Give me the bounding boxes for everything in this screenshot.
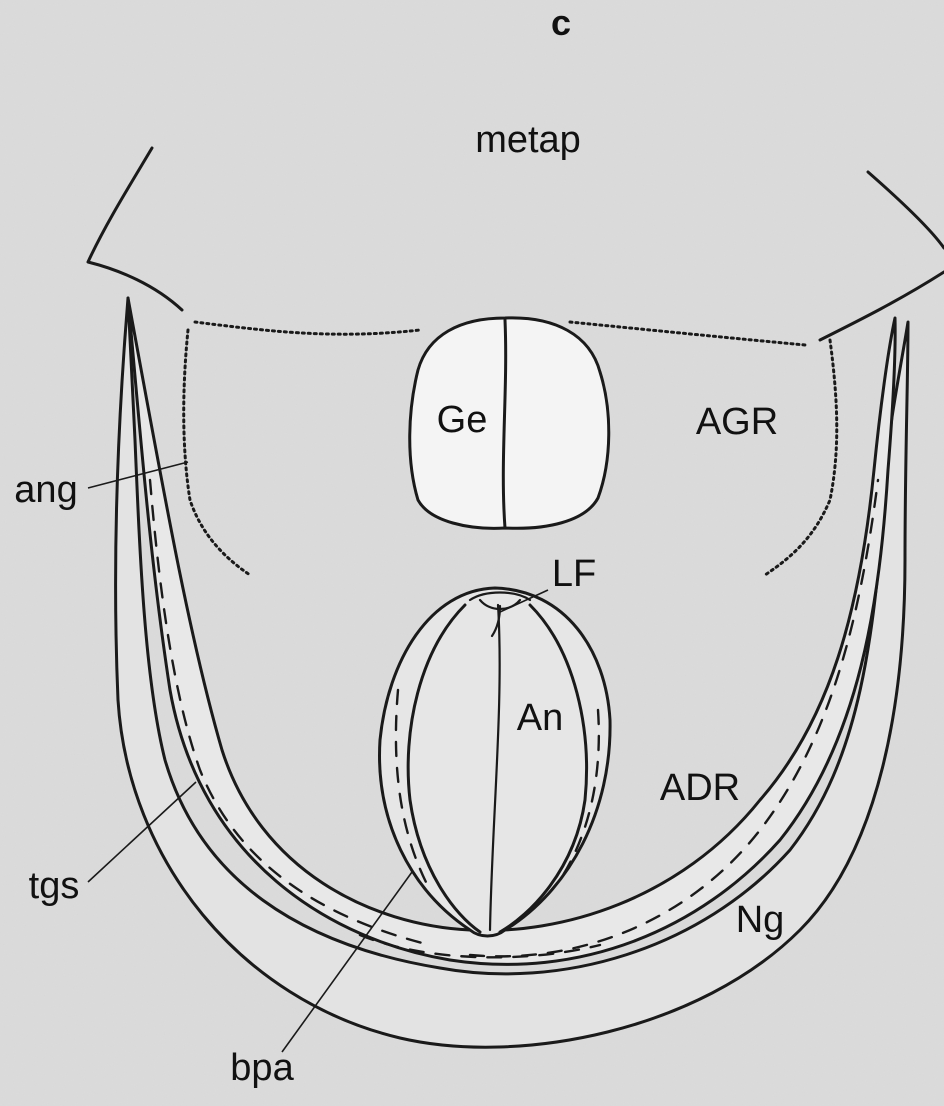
label-ang: ang xyxy=(14,469,77,511)
label-bpa: bpa xyxy=(230,1047,294,1089)
label-ng: Ng xyxy=(736,899,785,941)
label-ge: Ge xyxy=(437,399,488,441)
label-metap: metap xyxy=(475,119,581,161)
label-adr: ADR xyxy=(660,767,740,809)
label-an: An xyxy=(517,697,563,739)
label-agr: AGR xyxy=(696,401,778,443)
label-tgs: tgs xyxy=(29,865,80,907)
label-lf: LF xyxy=(552,553,596,595)
panel-letter: c xyxy=(551,2,571,43)
